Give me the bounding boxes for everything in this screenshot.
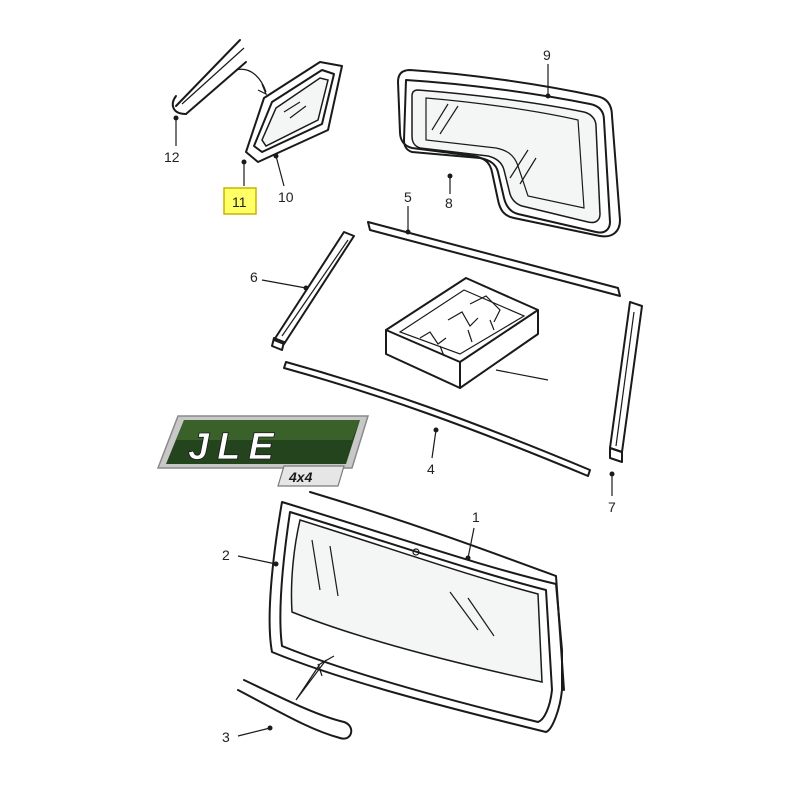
callout-6[interactable]: 6 — [250, 269, 258, 285]
leader-lines — [173, 64, 615, 737]
callout-1[interactable]: 1 — [472, 509, 480, 525]
callout-7[interactable]: 7 — [608, 499, 616, 515]
part-9-side-window-seal[interactable] — [397, 69, 621, 238]
part-12-seal-strip[interactable] — [171, 39, 268, 115]
callout-9[interactable]: 9 — [543, 47, 551, 63]
callout-10[interactable]: 10 — [278, 189, 294, 205]
part-10-small-window[interactable] — [245, 61, 343, 163]
part-5-top-rail[interactable] — [367, 221, 621, 297]
callout-12[interactable]: 12 — [164, 149, 180, 165]
callout-labels: 12 11 10 9 8 5 6 4 7 1 2 3 — [164, 47, 616, 745]
callout-11-highlight — [223, 187, 257, 215]
callout-8[interactable]: 8 — [445, 195, 453, 211]
logo-text: JLE — [188, 426, 282, 468]
logo-badge: 4x4 — [288, 469, 313, 485]
callout-3[interactable]: 3 — [222, 729, 230, 745]
callout-5[interactable]: 5 — [404, 189, 412, 205]
part-2-windscreen-seal[interactable] — [268, 501, 563, 733]
part-1-windscreen-glass[interactable] — [290, 491, 565, 691]
jle-4x4-logo: JLE 4x4 — [156, 415, 370, 487]
part-7-right-pillar[interactable] — [609, 301, 643, 463]
storage-tray[interactable] — [385, 277, 539, 389]
callout-11[interactable]: 11 — [232, 194, 247, 210]
part-4-bottom-rail[interactable] — [283, 361, 591, 477]
callout-4[interactable]: 4 — [427, 461, 435, 477]
part-8-side-window-glass[interactable] — [411, 89, 601, 224]
part-3-seal-strip[interactable] — [237, 655, 353, 740]
part-6-left-pillar[interactable] — [271, 231, 355, 351]
callout-2[interactable]: 2 — [222, 547, 230, 563]
